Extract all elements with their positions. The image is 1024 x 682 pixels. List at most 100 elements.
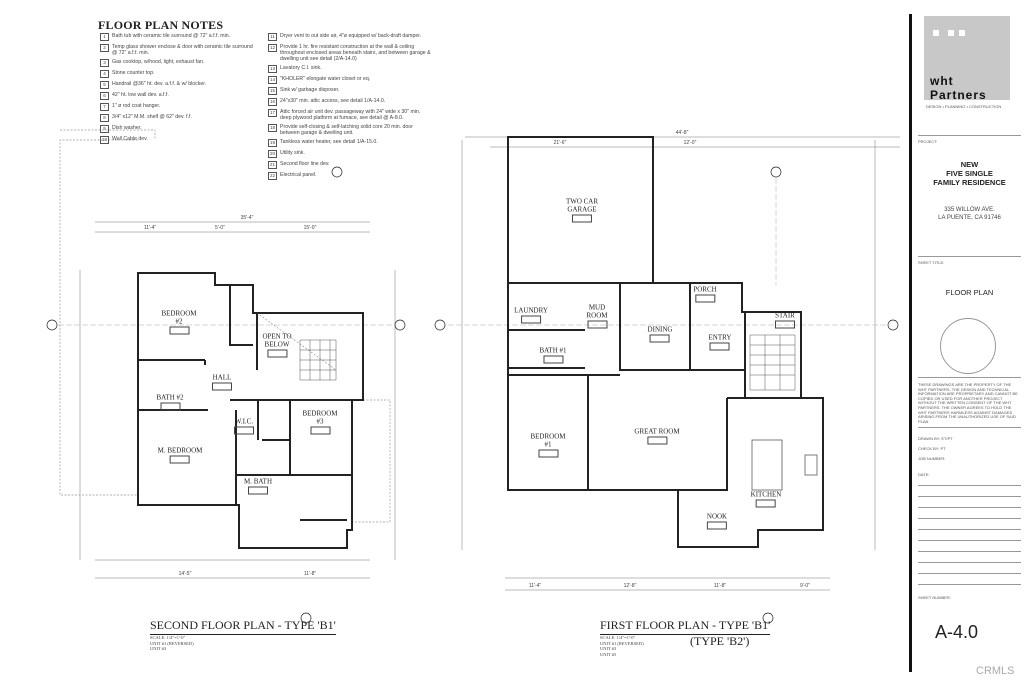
note-number: 19 <box>268 139 277 147</box>
disclaimer: THESE DRAWINGS ARE THE PROPERTY OF THE W… <box>918 382 1018 424</box>
tagline: DESIGN • PLANNING • CONSTRUCTION <box>926 104 1002 109</box>
revision-line <box>918 496 1021 497</box>
dimension-label: 11'-8" <box>713 583 727 589</box>
project-address: 335 WILLOW AVE. LA PUENTE, CA 91746 <box>918 206 1021 222</box>
professional-seal <box>940 318 996 374</box>
note-number: 16 <box>268 98 277 106</box>
revision-line <box>918 573 1021 574</box>
finish-tag <box>160 402 180 411</box>
note-number: 12 <box>268 44 277 52</box>
second-floor-scale: SCALE: 1/4"=1'-0" <box>150 635 186 640</box>
job-number: JOB NUMBER: <box>918 456 946 461</box>
note-number: 7 <box>100 103 109 111</box>
note-text: Lavatory C.I. sink. <box>280 65 322 71</box>
finish-tag <box>521 315 541 324</box>
note-text: Bath tub with ceramic tile surround @ 72… <box>112 33 231 39</box>
dimension-label: 11'-4" <box>528 583 542 589</box>
first-floor-walls <box>507 136 824 548</box>
second-floor-plan-title-block: SECOND FLOOR PLAN - TYPE 'B1' SCALE: 1/4… <box>150 618 336 652</box>
project-label: PROJECT: <box>918 139 938 144</box>
watermark: CRMLS <box>976 665 1015 677</box>
room-label: ENTRY <box>709 334 731 351</box>
second-floor-unit: UNIT #1 (REVERSED) <box>150 640 194 646</box>
room-name: BATH #1 <box>539 346 567 355</box>
finish-tag <box>695 294 715 303</box>
finish-tag <box>572 214 592 223</box>
note-text: 24"x30" min. attic access, see detail 1/… <box>280 98 386 104</box>
date: DATE: <box>918 472 930 477</box>
dimension-label: 44'-8" <box>675 130 689 136</box>
check-by: CHECK BY: PT <box>918 446 946 451</box>
finish-tag <box>756 499 776 508</box>
note-number: 3 <box>100 59 109 67</box>
revision-line <box>918 540 1021 541</box>
note-text: Wall Cable dev. <box>112 136 148 142</box>
revision-line <box>918 529 1021 530</box>
note-text: Second floor line dev. <box>280 161 330 167</box>
sheet-title-label: SHEET TITLE: <box>918 260 945 265</box>
room-label: M. BEDROOM <box>157 446 203 464</box>
note-text: Gas cooktop, w/hood, light, exhaust fan. <box>112 59 205 65</box>
finish-tag <box>212 382 232 391</box>
address-line: 335 WILLOW AVE. <box>944 207 995 213</box>
finish-tag <box>647 436 667 445</box>
note-text: Temp glass shower enclose & door with ce… <box>112 44 253 56</box>
drawn-by: DRAWN BY: ET/PT <box>918 436 953 441</box>
finish-tag <box>266 349 287 358</box>
title-block-border <box>909 14 912 672</box>
note-number: 1 <box>100 33 109 41</box>
project-name-line: FIVE SINGLE <box>946 169 993 178</box>
note-number: 18 <box>268 124 277 132</box>
finish-tag <box>537 449 558 458</box>
kitchen-island <box>751 439 818 491</box>
note-text: 1" ø rod coat hanger. <box>112 103 161 109</box>
room-name: M. BEDROOM <box>157 446 203 455</box>
revision-line <box>918 518 1021 519</box>
room-name: PORCH <box>693 285 717 294</box>
room-label: LAUNDRY <box>514 307 548 324</box>
finish-tag <box>709 342 730 351</box>
first-floor-stairs <box>749 334 796 391</box>
room-name: DINING <box>647 325 673 334</box>
dimension-label: 21'-6" <box>553 140 567 146</box>
finish-tag <box>234 426 254 435</box>
room-label: MUD ROOM <box>586 304 608 329</box>
note-text: Sink w/ garbage disposer. <box>280 87 340 93</box>
note-text: Tankless water heater, see detail 1/A-15… <box>280 139 378 145</box>
first-floor-plan-title-block: FIRST FLOOR PLAN - TYPE 'B1' SCALE: 1/4"… <box>600 618 771 657</box>
dimension-label: 11'-8" <box>303 571 317 577</box>
note-text: Dryer vent to out side air, 4"ø equipped… <box>280 33 422 39</box>
room-name: OPEN TO BELOW <box>262 332 292 349</box>
note-number: 11 <box>268 33 277 41</box>
finish-tag <box>247 486 268 495</box>
note-text: Utility sink. <box>280 150 305 156</box>
note-number: 14 <box>268 76 277 84</box>
note-text: Attic forced air unit dev. passageway wi… <box>280 109 421 121</box>
finish-tag <box>586 320 607 329</box>
dimension-label: 35'-4" <box>240 215 254 221</box>
note-number: 6 <box>100 92 109 100</box>
room-label: BEDROOM #1 <box>530 433 566 458</box>
note-text: "KHOLER" elongate water closet or eq. <box>280 76 371 82</box>
room-label: OPEN TO BELOW <box>262 332 292 358</box>
finish-tag <box>649 334 670 343</box>
dimension-label: 12'-0" <box>683 140 697 146</box>
logo-text: wht Partners <box>930 74 987 102</box>
note-number: 10 <box>100 136 109 144</box>
room-label: BEDROOM #3 <box>302 410 338 435</box>
note-text: Provide self-closing & self-latching sol… <box>280 124 413 136</box>
finish-tag <box>309 426 330 435</box>
